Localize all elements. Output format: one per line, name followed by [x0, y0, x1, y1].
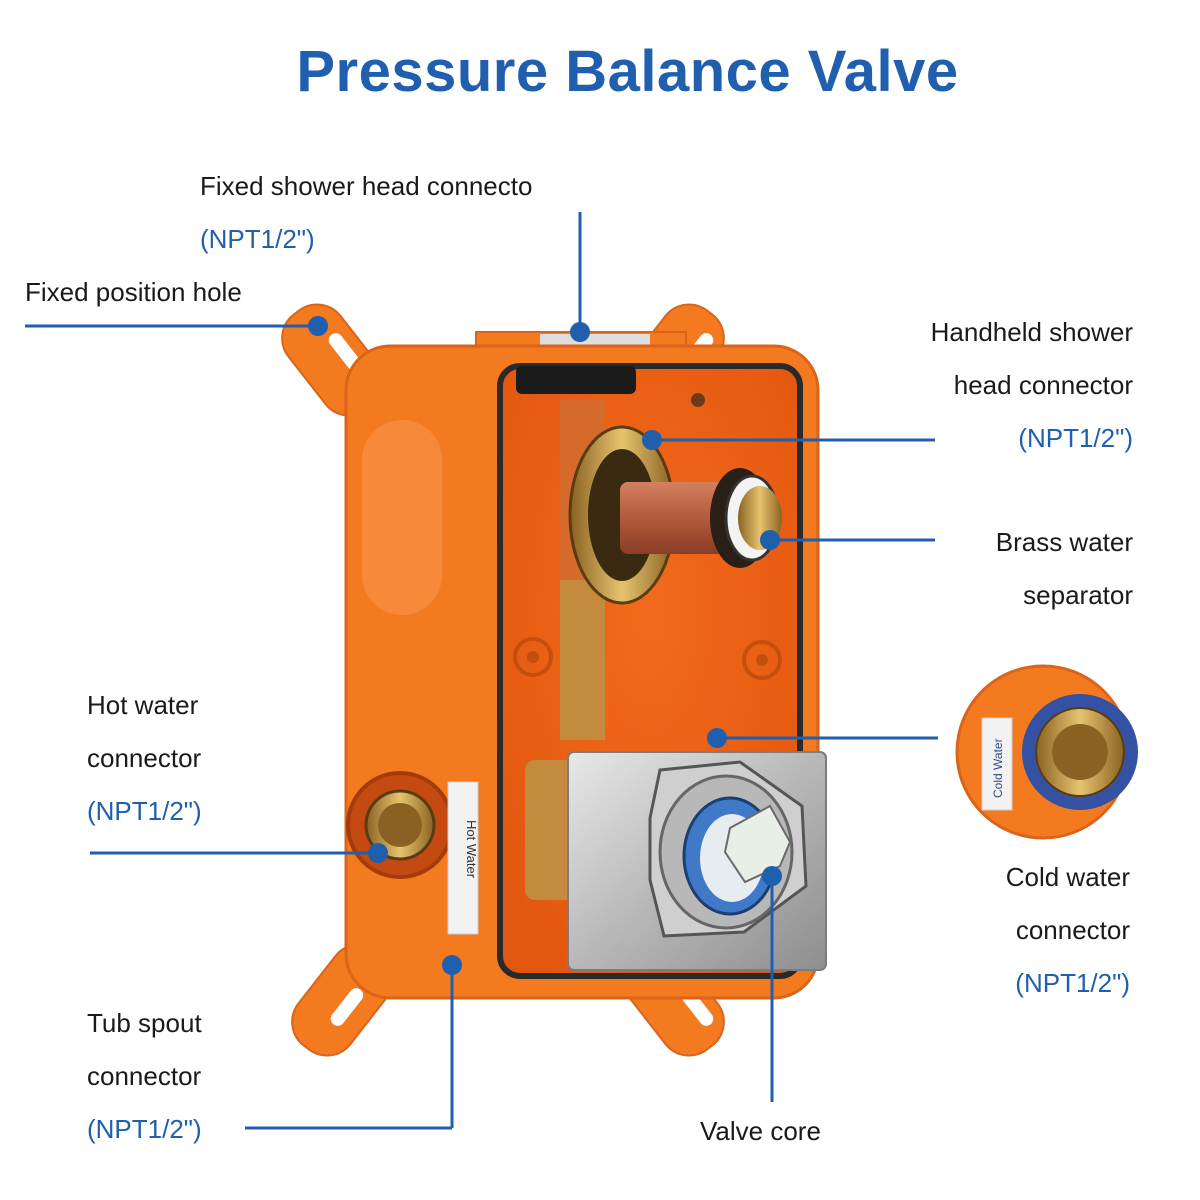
label-fixed-position-hole: Fixed position hole: [25, 277, 242, 307]
callout-dots: [308, 316, 782, 975]
page-title: Pressure Balance Valve: [296, 39, 959, 104]
label-hot-water-connector: Hot water connector (NPT1/2"): [87, 690, 202, 826]
hot-water-sticker: Hot Water: [464, 820, 479, 879]
leader-lines: [25, 212, 938, 1130]
label-cold-water-connector: Cold water connector (NPT1/2"): [1005, 862, 1130, 998]
copper-tube: [620, 482, 738, 554]
label-handheld-shower-head: Handheld shower head connector (NPT1/2"): [930, 317, 1133, 453]
label-brass-water-separator: Brass water separator: [995, 527, 1133, 610]
label-tub-spout-connector: Tub spout connector (NPT1/2"): [87, 1008, 202, 1144]
cold-water-sticker: Cold Water: [991, 738, 1005, 798]
label-valve-core: Valve core: [700, 1116, 821, 1146]
label-fixed-shower-head: Fixed shower head connecto (NPT1/2"): [200, 171, 533, 254]
valve-core-stem: [723, 804, 792, 884]
